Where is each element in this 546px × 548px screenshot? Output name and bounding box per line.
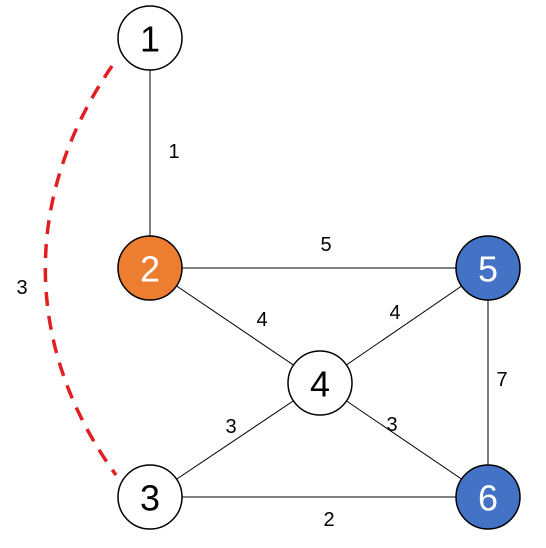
edge-weight-4-3: 3 [225, 416, 236, 438]
node-6-circle [455, 464, 521, 530]
node-6-label: 6 [478, 478, 498, 519]
node-5: 5 [455, 235, 521, 301]
node-1-circle [117, 5, 183, 71]
node-2: 2 [117, 235, 183, 301]
edge-5-4 [319, 267, 489, 384]
highlight-edge-weight: 3 [16, 277, 27, 299]
weight-labels-layer: 1 5 4 4 7 3 3 2 3 [16, 141, 507, 531]
node-2-label: 2 [140, 249, 160, 290]
node-3-circle [117, 464, 183, 530]
nodes-layer: 1 2 3 4 5 6 [117, 5, 521, 530]
edge-weight-2-5: 5 [320, 234, 331, 256]
node-4: 4 [287, 350, 353, 416]
node-5-label: 5 [478, 249, 498, 290]
node-5-circle [455, 235, 521, 301]
node-1: 1 [117, 5, 183, 71]
edge-4-6 [319, 382, 489, 498]
edge-weight-5-4: 4 [389, 302, 400, 324]
node-3-label: 3 [140, 478, 160, 519]
node-4-circle [287, 350, 353, 416]
edge-weight-3-6: 2 [323, 509, 334, 531]
node-1-label: 1 [140, 19, 160, 60]
node-6: 6 [455, 464, 521, 530]
node-2-circle [117, 235, 183, 301]
edge-2-4 [149, 267, 321, 384]
node-3: 3 [117, 464, 183, 530]
highlight-edge-1-3 [43, 65, 118, 477]
edge-4-3 [149, 382, 321, 498]
edge-weight-1-2: 1 [168, 141, 179, 163]
edge-weight-2-4: 4 [256, 309, 267, 331]
edges-layer [43, 38, 489, 498]
node-4-label: 4 [310, 364, 330, 405]
edge-weight-4-6: 3 [386, 414, 397, 436]
edge-weight-5-6: 7 [496, 369, 507, 391]
